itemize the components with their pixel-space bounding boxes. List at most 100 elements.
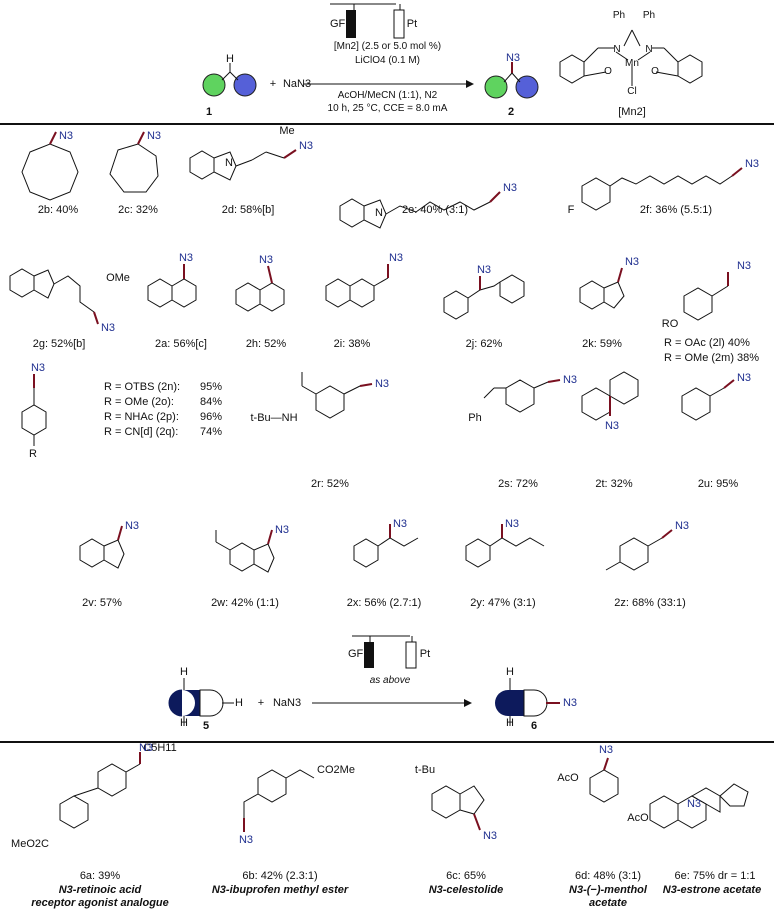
2g-benzene	[9, 268, 35, 298]
2i-n3: N3	[388, 252, 404, 264]
2u-benzene	[681, 387, 711, 421]
2nq-r: R	[29, 448, 37, 460]
label-2j: 2j: 62%	[465, 338, 503, 350]
sm5-h-top: H	[180, 666, 188, 678]
rgroup-2m: R = OMe (2m) 38%	[664, 352, 760, 364]
2j-n3: N3	[476, 264, 492, 276]
2d-benzene	[189, 150, 215, 180]
label-2f: 2f: 36% (5.5:1)	[639, 204, 713, 216]
name-6a-line2: receptor agonist analogue	[31, 897, 169, 909]
2a-n3: N3	[178, 252, 194, 264]
2z-n3: N3	[674, 520, 690, 532]
6c-tbu: t-Bu	[414, 764, 436, 776]
2lm-n3: N3	[736, 260, 752, 272]
2t-n3: N3	[604, 420, 620, 432]
6a-c5h11: C5H11	[143, 742, 177, 754]
2f-n3: N3	[744, 158, 760, 170]
anode-label-2: GF	[348, 648, 364, 660]
label-2x: 2x: 56% (2.7:1)	[346, 597, 422, 609]
2g-ome: OMe	[106, 272, 130, 284]
cat-ph1: Ph	[612, 10, 626, 21]
2e-n: N	[375, 207, 383, 219]
substrate-1-drawing	[202, 63, 257, 97]
2v-n3: N3	[124, 520, 140, 532]
2r-benzene	[315, 385, 345, 419]
2w-benzene	[229, 542, 255, 572]
label-2r: 2r: 52%	[311, 478, 349, 490]
label-2d: 2d: 58%[b]	[221, 204, 275, 216]
p6-h-bottom: H	[506, 717, 514, 729]
rgroups-2l-2m: R = OAc (2l) 40% R = OMe (2m) 38%	[664, 336, 759, 366]
substrate-5-drawing	[168, 678, 234, 726]
2z-benzene	[619, 537, 649, 571]
6a-ring-a	[59, 795, 89, 829]
6a-ring-b	[97, 763, 127, 797]
6e-ring-a	[649, 795, 679, 829]
2x-benzene	[353, 538, 379, 568]
label-2s: 2s: 72%	[498, 478, 538, 490]
2nq-benzene	[21, 404, 47, 436]
product-6-drawing	[495, 678, 560, 726]
2f-f: F	[567, 204, 575, 216]
2e-benzene	[339, 198, 365, 228]
plus-sign: +	[269, 78, 277, 90]
2d-n: N	[225, 157, 233, 169]
electrode-icon	[330, 3, 405, 39]
cat-o2: O	[651, 66, 659, 77]
name-6c: N3-celestolide	[428, 884, 504, 896]
product-structures	[9, 131, 743, 573]
2d-me: Me	[279, 125, 295, 137]
name-6e: N3-estrone acetate	[662, 884, 762, 896]
6b-ring	[257, 769, 287, 803]
condition-as-above: as above	[369, 675, 411, 686]
label-2g: 2g: 52%[b]	[32, 338, 86, 350]
cathode-label-2: Pt	[419, 648, 431, 660]
condition-electrolyte: LiClO4 (0.1 M)	[354, 55, 420, 66]
6c-n3: N3	[482, 830, 498, 842]
rgroup-2o: R = OMe (2o):84%	[104, 396, 223, 408]
2u-n3: N3	[736, 372, 752, 384]
2a-benzene	[147, 278, 173, 308]
sodium-azide: NaN3	[282, 78, 312, 90]
2s-ph: Ph	[468, 412, 482, 424]
late-stage-structures	[59, 752, 749, 832]
label-2t: 2t: 32%	[595, 478, 633, 490]
2w-n3: N3	[274, 524, 290, 536]
rgroup-2p: R = NHAc (2p):96%	[104, 411, 223, 423]
name-6b: N3-ibuprofen methyl ester	[211, 884, 349, 896]
anode-label: GF	[330, 18, 346, 30]
2h-naphthalene	[235, 282, 261, 312]
2lm-benzene	[683, 287, 713, 321]
6c-ring	[431, 785, 461, 819]
catalyst-label: [Mn2]	[618, 106, 646, 118]
2k-benzene	[579, 280, 605, 310]
label-2y: 2y: 47% (3:1)	[470, 597, 536, 609]
2e-n3: N3	[502, 182, 518, 194]
sm5-h-bottom: H	[180, 717, 188, 729]
6b-n3: N3	[238, 834, 254, 846]
name-6a-line1: N3-retinoic acid	[58, 884, 142, 896]
cat-n2: N	[645, 44, 653, 55]
p6-n3: N3	[562, 697, 578, 709]
substrate-h-atom: H	[226, 53, 234, 65]
6e-aco: AcO	[627, 812, 649, 824]
label-2u: 2u: 95%	[697, 478, 739, 490]
label-2k: 2k: 59%	[582, 338, 622, 350]
condition-solvent: AcOH/MeCN (1:1), N2	[337, 90, 438, 101]
2j-benzene-a	[443, 290, 469, 320]
label-2i: 2i: 38%	[333, 338, 371, 350]
name-6d-line1: N3-(−)-menthol	[569, 884, 647, 896]
label-2z: 2z: 68% (33:1)	[614, 597, 686, 609]
p6-h-top: H	[506, 666, 514, 678]
6d-ring	[589, 769, 619, 803]
label-2c: 2c: 32%	[118, 204, 158, 216]
2nq-n3: N3	[30, 362, 46, 374]
label-2a: 2a: 56%[c]	[155, 338, 207, 350]
cat-ph2: Ph	[642, 10, 656, 21]
2i-naphthalene	[325, 278, 351, 308]
6a-meo2c: MeO2C	[11, 838, 49, 850]
label-2w: 2w: 42% (1:1)	[211, 597, 279, 609]
2s-n3: N3	[562, 374, 578, 386]
2r-tbunh: t-Bu—NH	[250, 412, 298, 424]
2k-n3: N3	[624, 256, 640, 268]
